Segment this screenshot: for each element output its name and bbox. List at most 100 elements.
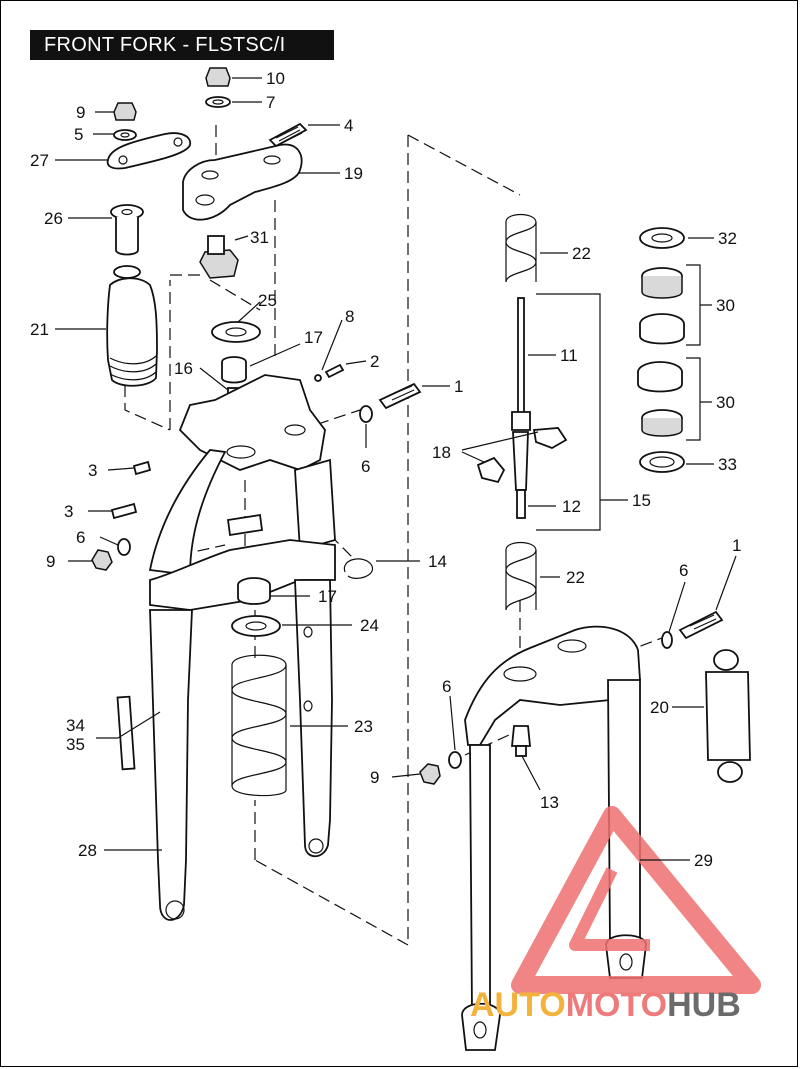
part-21-fork-boot [106,265,158,387]
callout-20: 20 [650,698,669,717]
part-5-washer [113,129,137,141]
part-11-damper-rod [511,297,531,431]
callout-25: 25 [258,291,277,310]
part-9-acorn-nut-right [419,763,441,785]
part-22-spring-upper [505,213,537,283]
callout-24: 24 [360,616,379,635]
callout-2: 2 [370,352,379,371]
callout-6-lower: 6 [442,677,451,696]
callout-5: 5 [74,125,83,144]
part-4-screw [268,122,308,148]
watermark-text: AUTOMOTOHUB [470,986,741,1024]
callout-22-upper: 22 [572,244,591,263]
part-3-screw-a [132,460,152,476]
callout-15: 15 [632,491,651,510]
part-33-seal [639,451,685,473]
callout-9-top: 9 [76,103,85,122]
callout-18: 18 [432,443,451,462]
callout-33: 33 [718,455,737,474]
callout-35: 35 [66,735,85,754]
callout-3-lower: 3 [64,502,73,521]
part-12-rod-end [512,431,529,519]
callout-1-lower: 1 [732,536,741,555]
callout-6-right: 6 [679,561,688,580]
part-17-bushing-upper [221,356,247,384]
part-1-bolt-upper [378,382,422,410]
fork-assembly-left [148,374,336,611]
callout-9-left: 9 [46,552,55,571]
callout-8: 8 [345,307,354,326]
fork-slider-right [294,579,333,858]
part-2-screw [324,363,345,379]
callout-6-upper: 6 [361,457,370,476]
part-27-plate [106,132,192,170]
callout-34: 34 [66,716,85,735]
leader-lines [55,77,737,861]
part-28-fork-slider [149,609,193,921]
callout-26: 26 [44,209,63,228]
part-17-bushing-lower [237,577,271,605]
callout-12: 12 [562,497,581,516]
watermark-text-middle: MOTO [566,986,667,1024]
part-26-bushing [110,204,144,256]
part-1-bolt-lower [678,610,724,640]
part-6-washer-a [359,405,373,423]
part-30-bearing-lower-set [637,361,683,437]
callout-17-lower: 17 [318,587,337,606]
part-6-washer-c [661,631,673,649]
watermark-text-suffix: HUB [667,986,741,1024]
part-6-washer-d [448,751,462,769]
watermark-logo [511,806,761,994]
part-19-upper-bracket [182,143,303,221]
callout-10: 10 [266,69,285,88]
fork-tube-left-lower [461,744,501,1051]
part-10-acorn-nut [205,67,231,87]
callout-28: 28 [78,841,97,860]
callout-1-upper: 1 [454,377,463,396]
callout-11: 11 [560,346,578,365]
callout-29: 29 [694,851,713,870]
part-3-screw-b [110,502,138,520]
part-13-fitting [511,725,531,757]
callout-7: 7 [266,93,275,112]
callout-4: 4 [344,116,353,135]
lower-triple-clamp [464,625,641,746]
svg-text:AUTOMOTOHUB: AUTOMOTOHUB [470,986,741,1024]
part-18-keeper-right [532,427,568,449]
callout-21: 21 [30,320,49,339]
watermark-text-prefix: AUTO [470,986,566,1024]
part-32-seal [639,227,685,249]
callout-9-lower: 9 [370,768,379,787]
callout-6-left: 6 [76,528,85,547]
part-31-stem-nut [199,235,239,279]
part-30-bearing-upper-set [639,267,685,345]
callout-30-lower: 30 [716,393,735,412]
callout-31: 31 [250,228,269,247]
part-7-washer [205,96,231,108]
callout-32: 32 [718,229,737,248]
callout-27: 27 [30,151,49,170]
part-25-washer [211,321,261,343]
callout-16: 16 [174,359,193,378]
callout-labels: 10 7 9 5 27 4 19 26 31 22 32 30 25 21 8 … [30,69,741,870]
part-8-washer [314,374,322,382]
callout-30-upper: 30 [716,296,735,315]
part-20-shock-absorber [705,649,751,783]
part-9-acorn-nut-top [113,102,137,121]
part-14-retaining-ring [343,558,374,579]
part-6-washer-b [117,538,131,556]
callout-19: 19 [344,164,363,183]
diagram-title: FRONT FORK - FLSTSC/I [30,30,334,60]
part-18-keeper-left [476,456,506,484]
callout-3-upper: 3 [88,461,97,480]
part-9-acorn-nut-left [91,549,113,571]
part-24-washer [231,615,281,637]
callout-17-upper: 17 [304,328,323,347]
callout-14: 14 [428,552,447,571]
callout-13: 13 [540,793,559,812]
callout-22-lower: 22 [566,568,585,587]
part-23-fork-spring [231,654,287,797]
callout-23: 23 [354,717,373,736]
